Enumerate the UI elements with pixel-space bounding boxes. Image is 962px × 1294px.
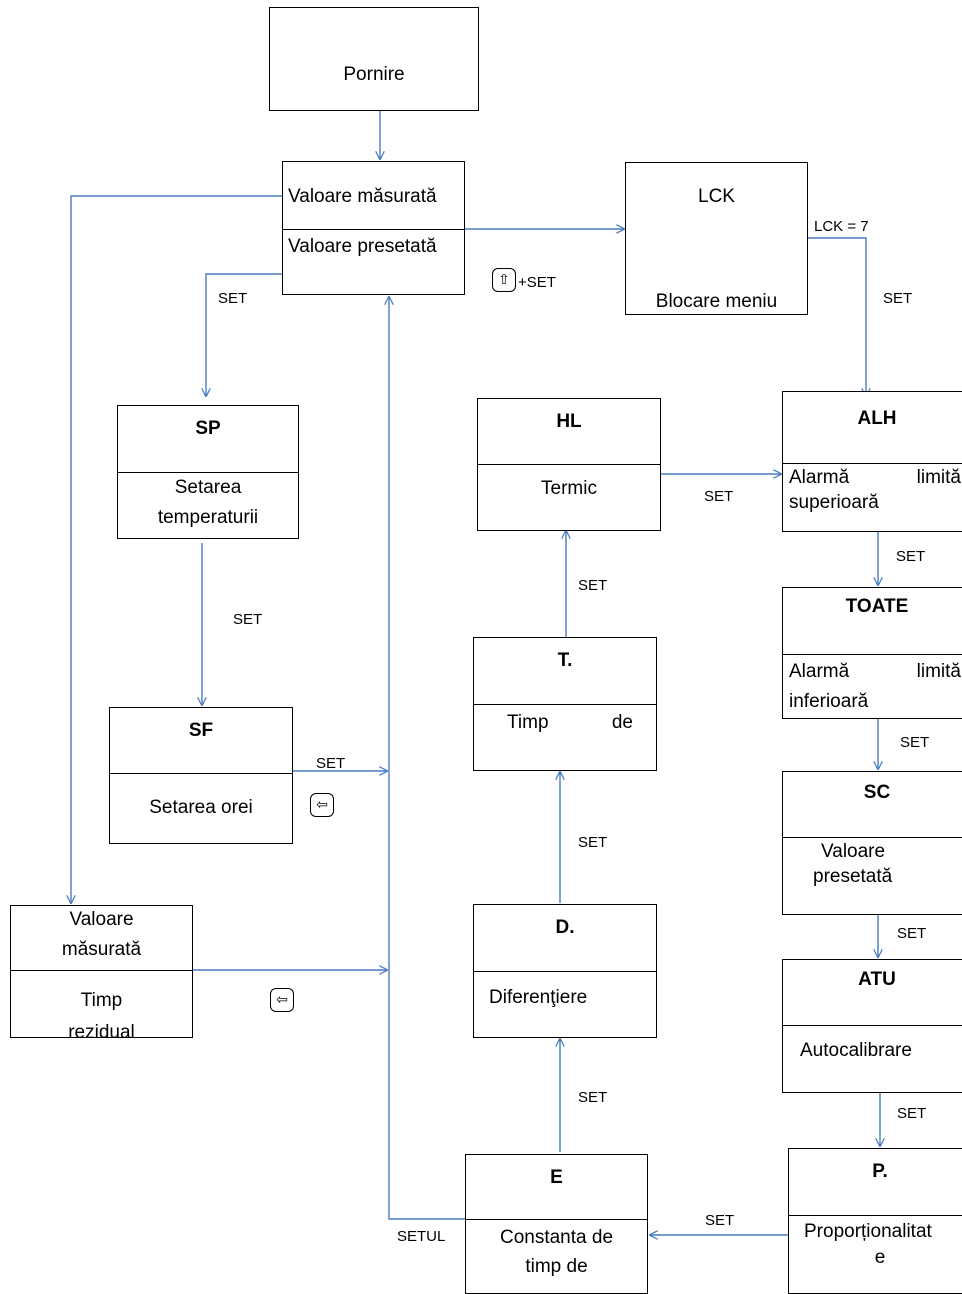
sp-title: SP [118, 406, 298, 473]
meas-line-3: Timp [80, 990, 123, 1011]
sf-title: SF [110, 708, 292, 774]
main-line-1: Valoare măsurată [288, 186, 437, 207]
box-toate: TOATE Alarmă limită inferioară [782, 587, 962, 719]
alh-word-2: limită [916, 467, 961, 488]
box-sc: SC Valoare presetată [782, 771, 962, 915]
atu-line-1: Autocalibrare [800, 1040, 912, 1061]
e-line-2: timp de [525, 1256, 588, 1277]
box-alh: ALH Alarmă limită superioară [782, 391, 962, 532]
set-label-d: SET [578, 834, 608, 851]
alh-word-1: Alarmă [789, 467, 850, 488]
set-label-lck: SET [883, 290, 913, 307]
box-sp: SP Setarea temperaturii [117, 405, 299, 539]
sc-line-2: presetată [813, 866, 893, 887]
box-measured-residual: Valoare măsurată Timp rezidual [10, 905, 193, 1038]
shift-key-icon: ⇧ [492, 268, 516, 292]
set-label-sf: SET [233, 611, 263, 628]
lck-eq-label: LCK = 7 [814, 218, 869, 235]
toate-word-1: Alarmă [789, 661, 850, 682]
t-word-1: Timp [507, 712, 549, 733]
sf-line-1: Setarea orei [149, 797, 253, 818]
e-line-1: Constanta de [499, 1227, 614, 1248]
p-title: P. [789, 1149, 962, 1216]
e-title: E [466, 1155, 647, 1220]
box-d: D. Diferenţiere [473, 904, 657, 1038]
lck-title: LCK [698, 186, 735, 207]
sc-line-1: Valoare [821, 841, 886, 862]
box-t: T. Timp de [473, 637, 657, 771]
hl-title: HL [478, 399, 660, 465]
t-title: T. [474, 638, 656, 705]
set-label-toate: SET [896, 548, 926, 565]
box-e: E Constanta de timp de [465, 1154, 648, 1294]
main-line-2: Valoare presetată [288, 236, 437, 257]
lck-subtitle: Blocare meniu [655, 291, 778, 312]
setul-label: SETUL [397, 1228, 446, 1245]
set-label-hl: SET [704, 488, 734, 505]
t-line-1: Timp de [507, 712, 633, 734]
alh-line-1: Alarmă limită [789, 467, 961, 489]
d-title: D. [474, 905, 656, 972]
set-label-p-to-e: SET [705, 1212, 735, 1229]
box-hl: HL Termic [477, 398, 661, 531]
box-lck: LCK Blocare meniu [625, 162, 808, 315]
shift-set-label: +SET [518, 274, 556, 291]
sc-title: SC [783, 772, 962, 838]
box-sf: SF Setarea orei [109, 707, 293, 844]
p-line-1: Proporționalitat [804, 1221, 932, 1242]
toate-title: TOATE [783, 588, 962, 655]
set-label-e: SET [578, 1089, 608, 1106]
hl-line-1: Termic [541, 478, 597, 499]
pornire-label: Pornire [343, 64, 405, 85]
meas-line-4: rezidual [68, 1022, 135, 1038]
toate-word-2: limită [916, 661, 961, 682]
p-line-2: e [874, 1247, 886, 1268]
alh-title: ALH [783, 392, 962, 464]
box-p: P. Proporționalitat e [788, 1148, 962, 1294]
meas-line-2: măsurată [61, 939, 142, 960]
box-atu: ATU Autocalibrare [782, 959, 962, 1093]
box-main-display: Valoare măsurată Valoare presetată [282, 161, 465, 295]
toate-line-2: inferioară [789, 691, 869, 712]
box-pornire: Pornire [269, 7, 479, 111]
alh-line-2: superioară [789, 492, 879, 513]
set-label-atu: SET [897, 925, 927, 942]
set-label-sp: SET [218, 290, 248, 307]
meas-divider [11, 970, 192, 971]
set-label-sf-bus: SET [316, 755, 346, 772]
set-label-t: SET [578, 577, 608, 594]
meas-line-1: Valoare [69, 909, 134, 930]
t-word-2: de [611, 712, 633, 733]
sp-line-1: Setarea [174, 477, 242, 498]
toate-line-1: Alarmă limită [789, 661, 961, 683]
d-line-1: Diferenţiere [489, 987, 588, 1008]
enter-key-icon-meas: ⇦ [270, 988, 294, 1012]
atu-title: ATU [783, 960, 962, 1026]
set-label-sc: SET [900, 734, 930, 751]
set-label-p: SET [897, 1105, 927, 1122]
main-divider [283, 229, 464, 230]
sp-line-2: temperaturii [157, 507, 259, 528]
enter-key-icon-sf: ⇦ [310, 793, 334, 817]
